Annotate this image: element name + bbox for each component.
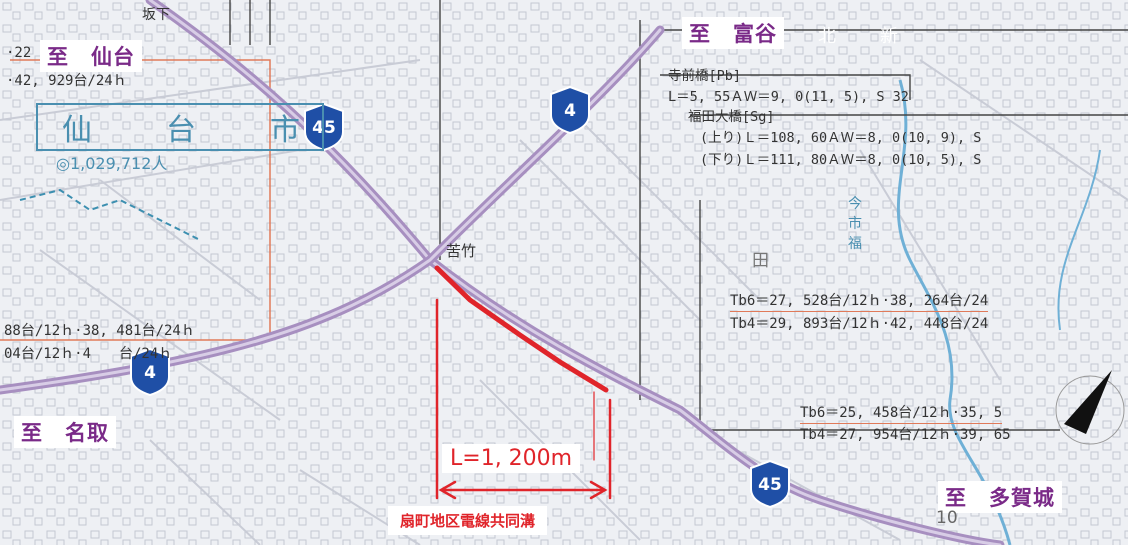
- river: [896, 79, 1012, 545]
- bridge-line-1: 寺前橋[Pb]: [668, 68, 742, 84]
- dest-sendai: 至 仙台: [40, 40, 142, 72]
- shield-r45-bottom: 45: [750, 459, 790, 509]
- traffic-left-2: 04台/12ｈ·4 台/24ｈ: [4, 346, 173, 362]
- label-ten: 10: [936, 508, 958, 528]
- north-arrow-icon: [1055, 370, 1125, 445]
- boundary-dashes: [19, 188, 201, 241]
- shield-r4-left: 4: [130, 347, 170, 397]
- shield-r4-top: 4: [550, 85, 590, 135]
- project-arrow-right: [589, 480, 608, 500]
- bridge-line-5: (下り)Ｌ＝111, 80ＡＷ＝8, 0(10, 5), S: [700, 152, 982, 168]
- bridge-line-2: L＝5, 55ＡＷ＝9, 0(11, 5), S 32: [668, 89, 909, 105]
- traffic-right-4: Tb4＝27, 954台/12ｈ·39, 65: [800, 427, 1011, 443]
- city-name-box: 仙 台 市: [36, 103, 324, 151]
- bridge-line-3: 福田大橋[Sg]: [688, 109, 775, 125]
- river-branch: [1057, 149, 1101, 331]
- place-nigatake: 苦竹: [446, 242, 477, 260]
- traffic-right-3: Tb6＝25, 458台/12ｈ·35, 5: [800, 402, 1003, 424]
- dest-tomiya: 至 富谷: [682, 17, 784, 49]
- project-route: [434, 265, 612, 500]
- dest-natori: 至 名取: [14, 416, 116, 448]
- bridge-line-4: (上り)Ｌ＝108, 60ＡＷ＝8, 0(10, 9), S: [700, 130, 982, 146]
- project-arrow-left: [438, 480, 457, 500]
- label-fukuta: 福: [848, 236, 862, 252]
- traffic-right-2: Tb4＝29, 893台/12ｈ·42, 448台/24: [730, 316, 989, 332]
- shield-r45-bottom-label: 45: [758, 475, 782, 495]
- shield-r4-top-label: 4: [564, 101, 576, 121]
- label-ta: 田: [752, 251, 769, 271]
- traffic-right-1: Tb6＝27, 528台/12ｈ·38, 264台/24: [730, 290, 989, 312]
- label-shin: 新: [880, 26, 898, 47]
- project-caption: 扇町地区電線共同溝: [388, 506, 548, 535]
- project-red-line: [434, 265, 609, 393]
- label-kita: 北: [818, 26, 836, 47]
- traffic-left-1: 88台/12ｈ·38, 481台/24ｈ: [4, 323, 195, 339]
- label-sakashita: 坂下: [142, 7, 170, 23]
- city-population: ◎1,029,712人: [56, 154, 168, 173]
- traffic-top-left-2: ·42, 929台/24ｈ: [6, 73, 127, 89]
- project-length-label: L=1, 200m: [442, 444, 581, 473]
- dest-tagajo: 至 多賀城: [938, 481, 1062, 513]
- shield-r45-top-label: 45: [312, 118, 336, 138]
- label-ima: 今: [848, 196, 862, 212]
- shield-r4-left-label: 4: [144, 363, 156, 383]
- traffic-top-left-1: ·22: [6, 45, 32, 61]
- label-ichi: 市: [848, 216, 862, 232]
- shield-r45-top: 45: [304, 102, 344, 152]
